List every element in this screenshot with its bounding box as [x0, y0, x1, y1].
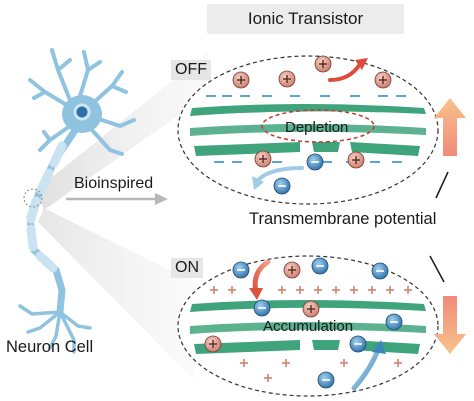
on-ellipse	[177, 255, 439, 397]
title-box: Ionic Transistor	[207, 4, 404, 34]
zoom-circle	[23, 188, 43, 208]
potential-down-arrow	[434, 296, 466, 354]
depletion-label: Depletion	[285, 119, 349, 136]
projection-cone-top	[36, 52, 208, 210]
anion-rise-arrow	[351, 347, 381, 391]
off-ions	[232, 55, 392, 195]
transmembrane-potential-label: Transmembrane potential	[249, 210, 437, 228]
cation-leave-arrow	[328, 62, 362, 82]
diagram-title: Ionic Transistor	[247, 9, 364, 28]
on-state-label: ON	[171, 258, 203, 278]
bioinspired-label: Bioinspired	[74, 175, 154, 192]
accumulation-label: Accumulation	[263, 318, 354, 335]
projection-cone-bottom	[38, 208, 200, 380]
myelin-segments	[26, 141, 67, 273]
potential-connector-top	[435, 171, 449, 199]
off-state-label: OFF	[171, 60, 211, 80]
neuron-nucleus	[73, 103, 91, 121]
on-ions	[204, 257, 403, 389]
bioinspired-arrow	[66, 193, 168, 205]
neuron-cell-label: Neuron Cell	[6, 338, 94, 356]
potential-up-arrow	[434, 98, 466, 156]
potential-connector-bottom	[429, 255, 445, 283]
off-ellipse	[177, 55, 439, 205]
depletion-zone	[261, 109, 375, 143]
anion-leave-arrow	[256, 166, 304, 182]
surface-charges-bottom	[240, 359, 402, 382]
surface-charges-top	[210, 286, 412, 294]
